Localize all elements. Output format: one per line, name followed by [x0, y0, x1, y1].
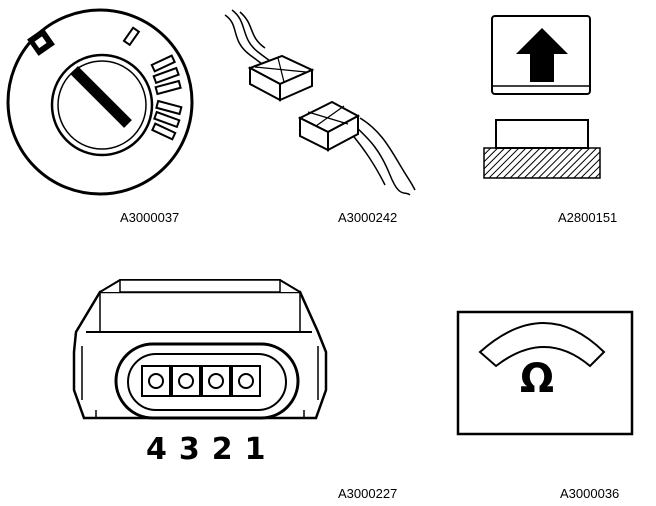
position-markers — [122, 26, 183, 141]
figure-caption: A3000036 — [560, 486, 620, 501]
ohm-symbol-icon: Ω — [520, 356, 555, 402]
ohmmeter-drawing — [456, 310, 634, 436]
figure-caption: A3000227 — [338, 486, 398, 501]
figure-caption: A3000242 — [338, 210, 398, 225]
connector-4pin-drawing — [72, 279, 328, 420]
key-symbol-icon — [27, 28, 55, 56]
figure-caption: A3000037 — [120, 210, 180, 225]
upper-connector — [247, 54, 315, 102]
figure-ohmmeter: Ω A3000036 — [440, 270, 656, 506]
arrow-up-icon — [516, 28, 568, 82]
figure-connector-4pin: 4321 A3000227 — [0, 270, 440, 506]
figure-connector-pair: A3000242 — [220, 0, 440, 230]
meter-scale-arc — [478, 322, 606, 368]
ground-hatch — [483, 147, 601, 179]
ignition-switch-drawing — [6, 8, 194, 196]
pin-cavities — [141, 365, 261, 397]
connector-pair-drawing — [224, 9, 416, 196]
pin-number-label: 4321 — [146, 432, 278, 467]
figure-caption: A2800151 — [558, 210, 618, 225]
lift-up-drawing — [483, 15, 601, 179]
lower-connector — [297, 100, 361, 152]
figure-ignition-switch: A3000037 — [0, 0, 220, 230]
figure-lift-up: A2800151 — [440, 0, 656, 230]
